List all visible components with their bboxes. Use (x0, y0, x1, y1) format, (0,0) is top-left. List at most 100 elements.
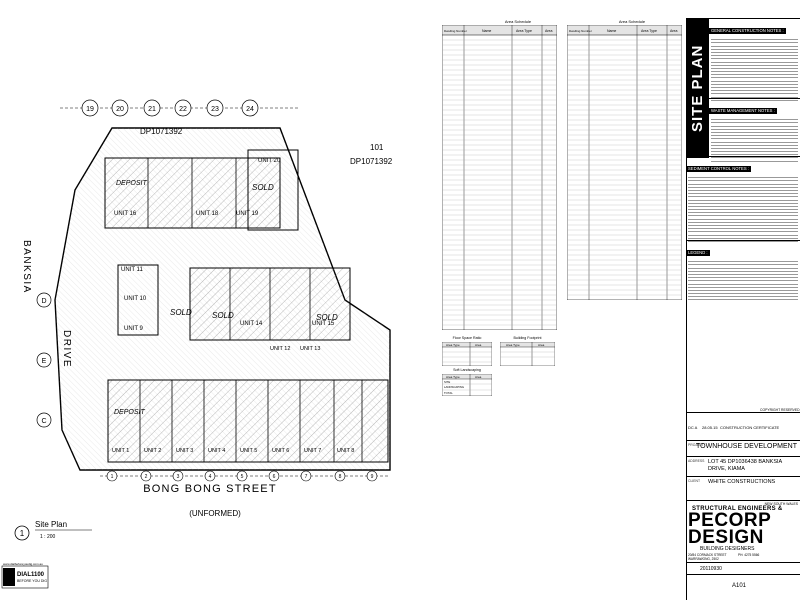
client-label: CLIENT (688, 479, 701, 483)
grid-bubble: 21 (148, 106, 156, 113)
unit-label: UNIT 9 (124, 326, 144, 332)
view-number: 1 (20, 529, 25, 538)
unit-label: UNIT 7 (304, 448, 321, 454)
issue-desc: CONSTRUCTION CERTIFICATE (720, 425, 780, 430)
building-footprint-table: Area Type Area (500, 342, 555, 366)
view-title: Site Plan (35, 520, 67, 529)
unit-label: UNIT 18 (196, 211, 219, 217)
col-area: Area (545, 29, 552, 33)
grid-bubble: 3 (177, 474, 180, 480)
address-row: ADDRESS LOT 45 DP1036438 BANKSIA DRIVE, … (686, 456, 800, 477)
lot-ref-right: DP1071392 (350, 157, 393, 166)
building-footprint-col: Area Type (506, 343, 520, 347)
unit-label: UNIT 11 (121, 267, 143, 273)
area-schedule-title: Area Schedule (504, 19, 532, 24)
issue-date: 28.05.15 (702, 425, 718, 430)
sold-label: SOLD (316, 313, 338, 322)
site-plan-drawing: 19 20 21 22 23 24 D E C (1, 99, 393, 589)
unit-label: UNIT 19 (236, 211, 259, 217)
legend-title: LEGEND : (686, 250, 710, 256)
soft-landscaping-table: Area Type Area SITE LANDSCAPING TOTAL (442, 374, 492, 396)
col-area-type: Area Type (516, 29, 532, 33)
col-name: Name (482, 29, 491, 33)
firm-logo: PECORP DESIGN (688, 510, 772, 547)
floor-space-col: Area (475, 343, 482, 347)
grid-bubble: 7 (305, 474, 308, 480)
firm-phone: PH: 4275 5566 (738, 553, 760, 557)
general-notes: GENERAL CONSTRUCTION NOTES : (709, 18, 800, 101)
floor-space-table: Area Type Area (442, 342, 492, 366)
address-line2: DRIVE, KIAMA (708, 466, 745, 472)
sold-label: SOLD (252, 183, 274, 192)
legend: LEGEND : (686, 240, 800, 301)
grid-bubble: D (41, 298, 46, 305)
col-dwelling: Dwelling Number (444, 29, 467, 33)
soft-landscaping-col: Area (475, 375, 482, 379)
grid-bubble: 9 (371, 474, 374, 480)
sheet-row: A101 (686, 574, 800, 601)
col-area-type-2: Area Type (641, 29, 657, 33)
grid-bubble: E (42, 358, 47, 365)
deposit-label: DEPOSIT (114, 409, 145, 416)
col-name-2: Name (607, 29, 616, 33)
street-drive: DRIVE (61, 330, 72, 368)
project-label: PROJECT (688, 443, 704, 447)
firm-name-1: PECORP (688, 510, 772, 531)
grid-bubble: 22 (179, 106, 187, 113)
grid-bubble: 4 (209, 474, 212, 480)
grid-bubble: 5 (241, 474, 244, 480)
project-name: TOWNHOUSE DEVELOPMENT (696, 443, 797, 450)
street-side: BANKSIA (21, 240, 32, 294)
area-schedule-table: Dwelling Number Name Area Type Area (442, 25, 557, 330)
grid-bubble: 6 (273, 474, 276, 480)
dial-logo-sub: BEFORE YOU DIG (17, 579, 47, 583)
unit-label: UNIT 14 (240, 321, 263, 327)
unit-label: UNIT 8 (337, 448, 354, 454)
grid-bubble: 8 (339, 474, 342, 480)
waste-notes: WASTE MANAGEMENT NOTES : (709, 98, 800, 162)
firm-tagline: STRUCTURAL ENGINEERS & (692, 506, 783, 512)
unit-label: UNIT 6 (272, 448, 289, 454)
firm-address-1: 20/84 CORMACK STREET (688, 553, 727, 557)
grid-top: 19 20 21 22 23 24 (81, 99, 259, 117)
client-name: WHITE CONSTRUCTIONS (708, 479, 776, 485)
unit-label: UNIT 12 (270, 346, 290, 352)
soft-landscaping-title: Soft Landscaping (453, 368, 481, 372)
top-building-row (104, 149, 299, 231)
grid-bubble: 23 (211, 106, 219, 113)
lot-ref-right-num: 101 (370, 143, 384, 152)
unit-label: UNIT 4 (208, 448, 225, 454)
sold-label: SOLD (212, 311, 234, 320)
general-notes-title: GENERAL CONSTRUCTION NOTES : (709, 28, 786, 34)
unit-label: UNIT 1 (112, 448, 129, 454)
firm-block: NEW SOUTH WALES STRUCTURAL ENGINEERS & (686, 500, 800, 557)
view-scale: 1 : 200 (40, 534, 56, 540)
area-schedule-table-2: Dwelling Number Name Area Type Area (567, 25, 682, 300)
grid-bubble: 19 (86, 106, 94, 113)
unit-label: UNIT 10 (124, 296, 147, 302)
dial-logo: DIAL1100 (17, 572, 45, 578)
street-sub: (UNFORMED) (189, 509, 241, 518)
address-line1: LOT 45 DP1036438 BANKSIA (708, 459, 783, 465)
job-no: 20110930 (700, 566, 722, 572)
job-row: 20110930 (686, 562, 800, 575)
unit-label: UNIT 16 (114, 211, 137, 217)
lot-ref-top: DP1071392 (140, 127, 183, 136)
sheet-title-banner: SITE PLAN (686, 18, 709, 158)
unit-label: UNIT 3 (176, 448, 193, 454)
firm-address-2: WARRAWONG, 2502 (688, 557, 719, 561)
area-schedule-title-2: Area Schedule (618, 19, 646, 24)
floor-space-title: Floor Space Ratio (452, 336, 482, 340)
unit-label: UNIT 13 (300, 346, 320, 352)
street-main: BONG BONG STREET (143, 483, 277, 495)
building-footprint-title: Building Footprint (513, 336, 542, 340)
unit-label: UNIT 20 (258, 158, 281, 164)
mid-building-row (117, 264, 351, 341)
col-dwelling-2: Dwelling Number (569, 29, 592, 33)
client-row: CLIENT WHITE CONSTRUCTIONS (686, 476, 800, 501)
soft-landscaping-row: SITE (444, 380, 450, 384)
sold-label: SOLD (170, 308, 192, 317)
soft-landscaping-col: Area Type (446, 375, 460, 379)
project-row: PROJECT TOWNHOUSE DEVELOPMENT (686, 440, 800, 457)
